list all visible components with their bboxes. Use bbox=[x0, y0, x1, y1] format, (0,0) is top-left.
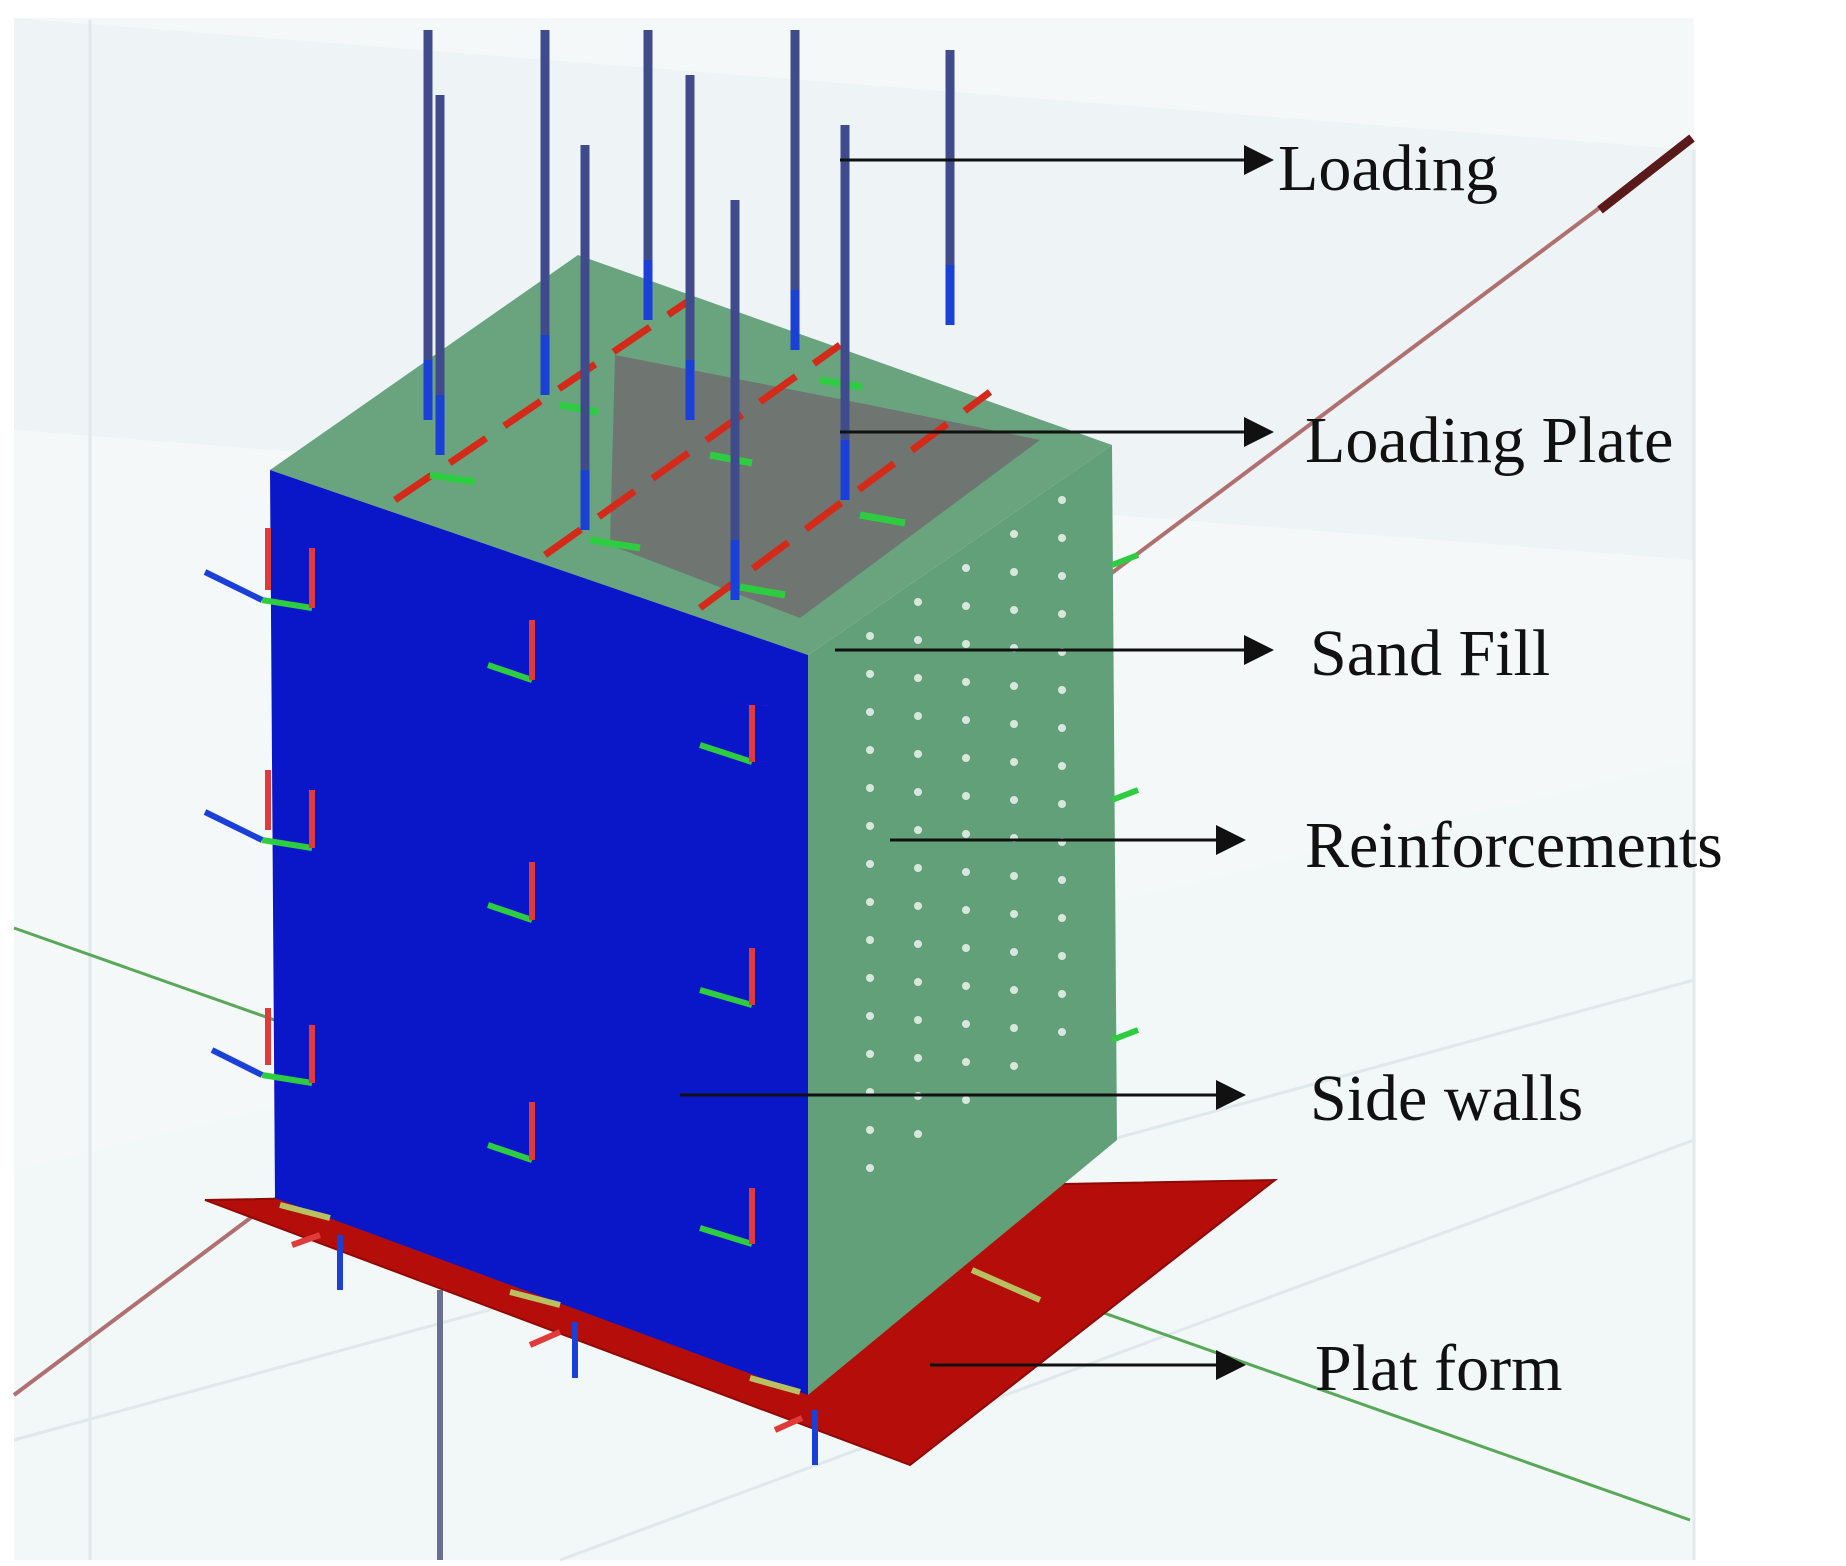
loading-rods bbox=[423, 30, 955, 600]
reinforcement-dot bbox=[962, 1020, 970, 1028]
loading-plate bbox=[610, 355, 1040, 618]
reinforcement-dot bbox=[1010, 682, 1018, 690]
reinforcement-dot bbox=[1058, 534, 1066, 542]
side-wall-markers bbox=[203, 528, 755, 1247]
reinforcement-dot bbox=[1010, 872, 1018, 880]
reinforcement-dot bbox=[962, 678, 970, 686]
reinforcement-dot bbox=[914, 598, 922, 606]
label-loading-plate: Loading Plate bbox=[1305, 404, 1673, 477]
reinforcement-dot bbox=[914, 1016, 922, 1024]
reinforcement-dot bbox=[1058, 610, 1066, 618]
reinforcement-dot bbox=[866, 670, 874, 678]
reinforcement-dot bbox=[914, 826, 922, 834]
reinforcement-dot bbox=[866, 632, 874, 640]
reinforcement-dot bbox=[1058, 572, 1066, 580]
reinforcement-dot bbox=[962, 906, 970, 914]
label-reinforcements: Reinforcements bbox=[1305, 809, 1723, 882]
label-sand-fill: Sand Fill bbox=[1310, 617, 1550, 690]
reinforcement-dot bbox=[1010, 606, 1018, 614]
reinforcement-dot bbox=[1058, 1028, 1066, 1036]
reinforcement-dot bbox=[1058, 952, 1066, 960]
reinforcement-dot bbox=[1058, 686, 1066, 694]
reinforcement-dot bbox=[1010, 1062, 1018, 1070]
marker bbox=[261, 597, 753, 1247]
reinforcement-dot bbox=[962, 830, 970, 838]
face-edge-markers bbox=[1110, 552, 1140, 1043]
reinforcement-dot bbox=[1058, 990, 1066, 998]
reinforcement-dot bbox=[866, 1050, 874, 1058]
label-loading: Loading bbox=[1278, 132, 1498, 205]
reinforcement-dots bbox=[866, 496, 1066, 1172]
reinforcement-dot bbox=[866, 936, 874, 944]
reinforcement-dot bbox=[914, 788, 922, 796]
reinforcement-dot bbox=[866, 1012, 874, 1020]
reinforcement-dot bbox=[866, 1126, 874, 1134]
reinforcement-dot bbox=[962, 564, 970, 572]
reinforcement-dot bbox=[1010, 1024, 1018, 1032]
label-plat-form: Plat form bbox=[1315, 1332, 1562, 1405]
reinforcement-dot bbox=[914, 1130, 922, 1138]
reinforcement-dot bbox=[1010, 948, 1018, 956]
reinforcement-dot bbox=[1058, 496, 1066, 504]
reinforcement-dot bbox=[914, 636, 922, 644]
reinforcement-dot bbox=[962, 1058, 970, 1066]
callout-labels: Loading Loading Plate Sand Fill Reinforc… bbox=[1278, 132, 1723, 1405]
reinforcement-dot bbox=[1010, 910, 1018, 918]
label-side-walls: Side walls bbox=[1310, 1062, 1583, 1135]
reinforcement-dot bbox=[962, 792, 970, 800]
reinforcement-dot bbox=[962, 716, 970, 724]
reinforcement-dot bbox=[866, 898, 874, 906]
reinforcement-dot bbox=[962, 640, 970, 648]
reinforcement-dot bbox=[866, 784, 874, 792]
reinforcement-dot bbox=[1058, 800, 1066, 808]
reinforcement-dot bbox=[914, 902, 922, 910]
reinforcement-dot bbox=[914, 750, 922, 758]
reinforcement-dot bbox=[866, 974, 874, 982]
reinforcement-dot bbox=[914, 674, 922, 682]
reinforcement-dot bbox=[1058, 724, 1066, 732]
reinforcement-dot bbox=[914, 978, 922, 986]
sand-fill-face bbox=[808, 445, 1117, 1395]
reinforcement-dot bbox=[914, 864, 922, 872]
reinforcement-dot bbox=[1058, 876, 1066, 884]
reinforcement-dot bbox=[866, 746, 874, 754]
reinforcement-dot bbox=[1010, 568, 1018, 576]
reinforcement-dot bbox=[1058, 762, 1066, 770]
reinforcement-dot bbox=[1010, 720, 1018, 728]
reinforcement-dot bbox=[1010, 986, 1018, 994]
reinforcement-dot bbox=[962, 868, 970, 876]
reinforcement-dot bbox=[1010, 530, 1018, 538]
reinforcement-dot bbox=[866, 708, 874, 716]
top-reinforcement-lines bbox=[393, 297, 993, 611]
platform-markers bbox=[279, 1202, 1042, 1465]
reinforcement-dot bbox=[914, 940, 922, 948]
side-wall bbox=[270, 470, 808, 1395]
reinforcement-dot bbox=[866, 822, 874, 830]
reinforcement-dot bbox=[962, 982, 970, 990]
reinforcement-dot bbox=[962, 602, 970, 610]
reinforcement-dot bbox=[914, 712, 922, 720]
reinforcement-dot bbox=[962, 1096, 970, 1104]
reinforcement-dot bbox=[914, 1054, 922, 1062]
reinforcement-dot bbox=[1058, 914, 1066, 922]
reinforcement-dot bbox=[866, 860, 874, 868]
reinforcement-dot bbox=[962, 944, 970, 952]
reinforcement-dot bbox=[1010, 796, 1018, 804]
callout-arrows bbox=[680, 145, 1274, 1380]
reinforcement-dot bbox=[1010, 758, 1018, 766]
reinforcement-dot bbox=[866, 1164, 874, 1172]
reinforcement-dot bbox=[962, 754, 970, 762]
